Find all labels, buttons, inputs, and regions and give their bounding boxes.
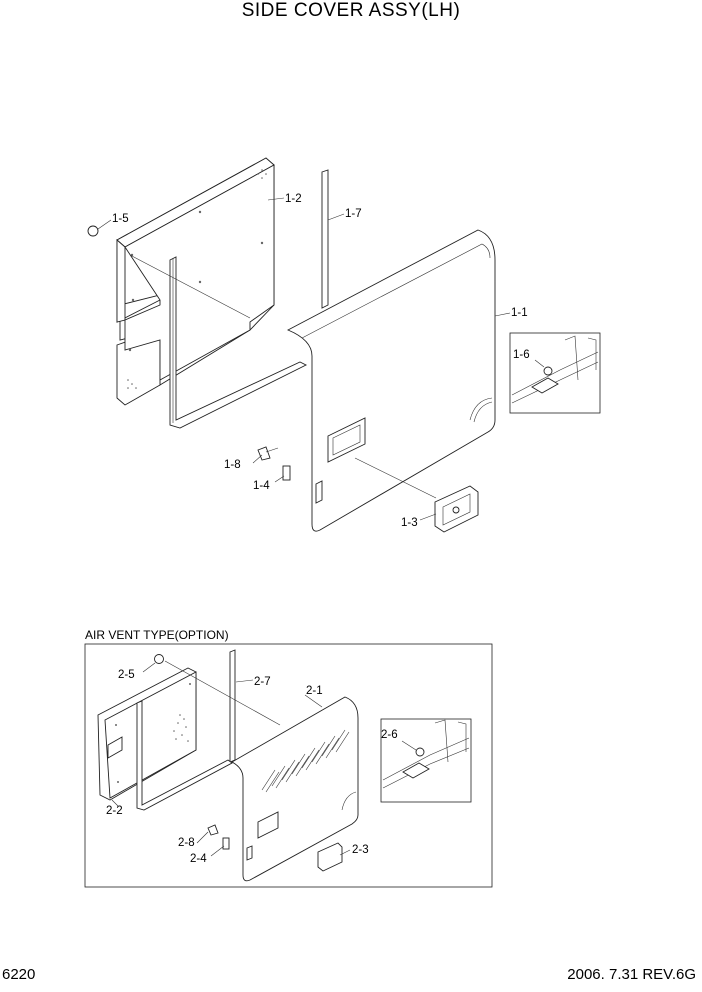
option-subtitle: AIR VENT TYPE(OPTION) [85,628,229,642]
callout-2-8: 2-8 [178,837,195,849]
callout-1-8: 1-8 [224,459,241,471]
inner-panel-1-2 [116,157,275,406]
seal-strip-1-7 [169,169,329,429]
callout-2-4: 2-4 [190,853,207,865]
revision-date: 2006. 7.31 REV.6G [567,966,696,983]
page-title: SIDE COVER ASSY(LH) [241,0,461,21]
leader-lines-top [97,197,545,521]
cap-2-5 [154,654,164,664]
callout-1-3: 1-3 [401,517,418,529]
outer-cover-2-1 [231,696,359,882]
inner-panel-2-2 [97,667,197,801]
callout-1-6: 1-6 [513,349,530,361]
callout-2-5: 2-5 [118,669,135,681]
bolt-2-8 [207,824,219,836]
callout-2-6: 2-6 [381,729,398,741]
callout-2-2: 2-2 [106,805,123,817]
callout-1-5: 1-5 [112,213,129,225]
callout-1-2: 1-2 [285,193,302,205]
bolt-1-8 [257,446,279,461]
page-number: 6220 [2,966,36,983]
leader-lines-bottom [111,660,417,857]
latch-2-3 [317,842,343,872]
callout-2-3: 2-3 [352,844,369,856]
latch-1-3 [434,485,479,533]
callout-2-1: 2-1 [306,685,323,697]
cap-1-5 [87,225,99,237]
callout-1-4: 1-4 [253,480,270,492]
striker-1-4 [282,465,291,481]
outer-cover-1-1 [286,229,496,532]
option-frame [84,643,493,888]
callout-1-1: 1-1 [511,307,528,319]
striker-2-4 [222,837,230,850]
callout-1-7: 1-7 [345,208,362,220]
callout-2-7: 2-7 [254,676,271,688]
detail-box-2-6 [380,718,472,803]
detail-box-1-6 [509,332,601,414]
